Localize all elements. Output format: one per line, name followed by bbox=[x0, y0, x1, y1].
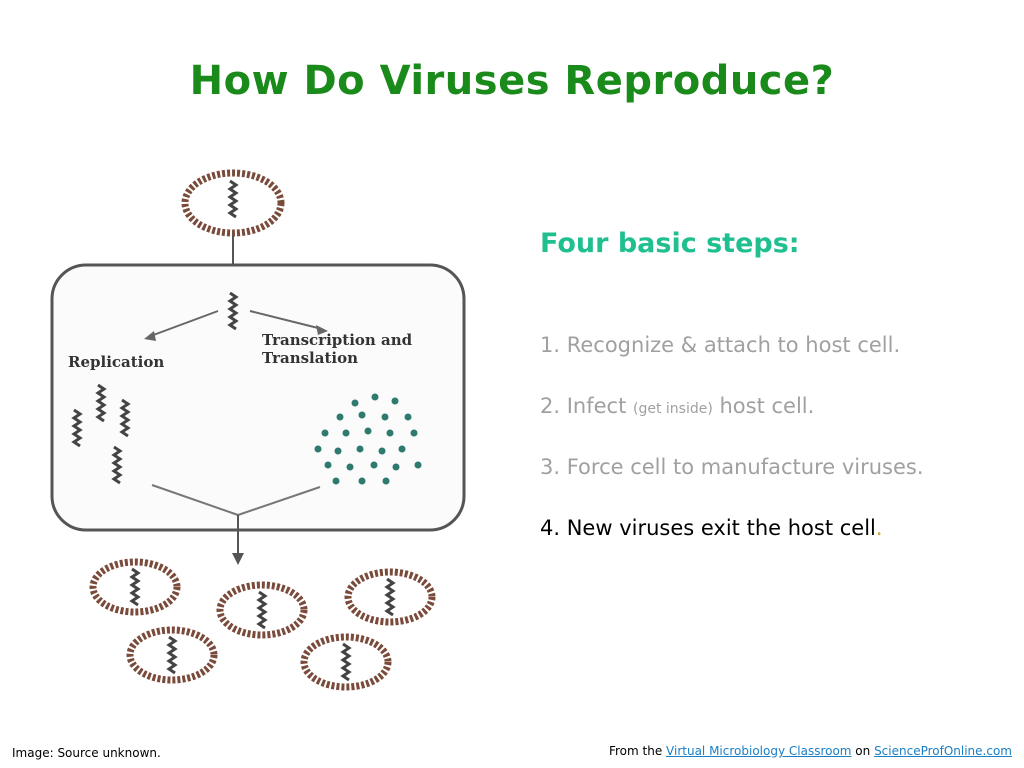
host-cell bbox=[50, 263, 466, 532]
step-3-text: 3. Force cell to manufacture viruses. bbox=[540, 455, 924, 479]
step-2-note: (get inside) bbox=[632, 401, 713, 417]
virus-particle-top bbox=[181, 169, 285, 237]
step-2-text-a: 2. Infect bbox=[540, 394, 633, 418]
steps-heading: Four basic steps: bbox=[540, 228, 800, 259]
scienceprofonline-link[interactable]: ScienceProfOnline.com bbox=[874, 744, 1012, 758]
step-2-text-c: host cell. bbox=[712, 394, 815, 418]
from-the-text: From the bbox=[608, 744, 667, 758]
step-1: 1. Recognize & attach to host cell. bbox=[540, 333, 900, 357]
label-transcription: Transcription and bbox=[262, 331, 413, 349]
step-4: 4. New viruses exit the host cell. bbox=[540, 516, 883, 540]
step-3: 3. Force cell to manufacture viruses. bbox=[540, 455, 924, 479]
source-credit: From the Virtual Microbiology Classroom … bbox=[609, 744, 1012, 758]
viral-proteins bbox=[314, 393, 422, 485]
step-4-period: . bbox=[875, 516, 883, 540]
virus-replication-diagram: Replication Transcription and Translatio… bbox=[50, 169, 466, 691]
on-text: on bbox=[851, 744, 875, 758]
step-1-text: 1. Recognize & attach to host cell. bbox=[540, 333, 901, 357]
virtual-microbiology-link[interactable]: Virtual Microbiology Classroom bbox=[666, 744, 852, 758]
slide-title: How Do Viruses Reproduce? bbox=[189, 58, 835, 104]
new-virus-particles bbox=[89, 558, 436, 691]
label-translation: Translation bbox=[262, 349, 358, 367]
label-replication: Replication bbox=[68, 353, 164, 371]
image-credit: Image: Source unknown. bbox=[12, 746, 161, 760]
step-2: 2. Infect (get inside) host cell. bbox=[540, 394, 814, 418]
step-4-text: 4. New viruses exit the host cell bbox=[540, 516, 876, 540]
